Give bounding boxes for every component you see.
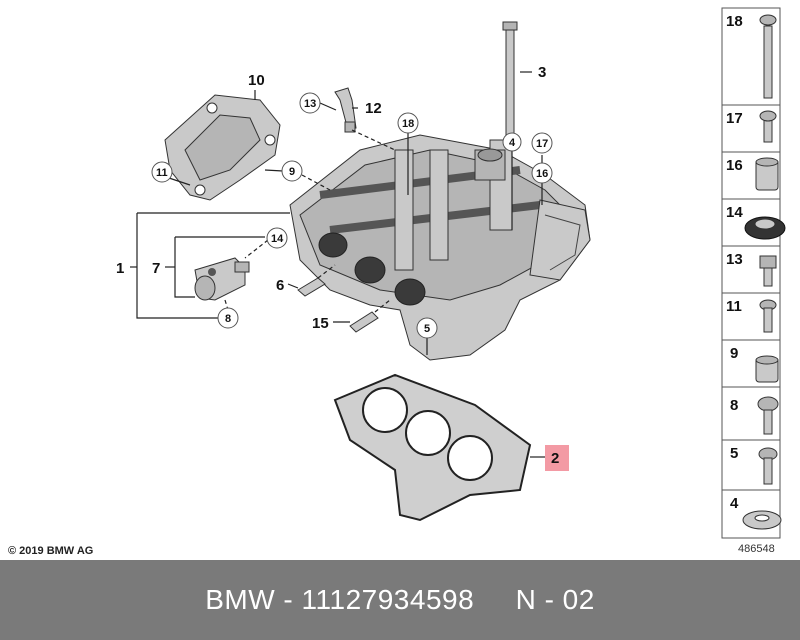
long-bolt bbox=[502, 21, 518, 149]
callout-label: 8 bbox=[225, 313, 231, 325]
panel-label: 4 bbox=[730, 495, 739, 512]
callout-14: 14 bbox=[266, 227, 288, 249]
callout-label: 18 bbox=[402, 118, 414, 130]
callout-7: 7 bbox=[152, 260, 160, 277]
callout-17: 17 bbox=[531, 132, 553, 154]
sensor-15 bbox=[349, 311, 379, 333]
callout-18: 18 bbox=[397, 112, 419, 134]
solenoid-valve bbox=[194, 257, 250, 301]
callout-label: 11 bbox=[156, 167, 168, 179]
callout-1: 1 bbox=[116, 260, 124, 277]
callout-label: 5 bbox=[424, 323, 430, 335]
sensor-part bbox=[334, 87, 357, 133]
panel-label: 18 bbox=[726, 13, 743, 30]
callout-11: 11 bbox=[151, 161, 173, 183]
callout-label: 16 bbox=[536, 168, 548, 180]
callout-label: 14 bbox=[271, 233, 284, 245]
callout-label: 6 bbox=[276, 277, 284, 294]
callout-6: 6 bbox=[276, 277, 284, 294]
parts-diagram: 3 10 13 12 18 4 17 16 11 9 14 1 7 6 8 15 bbox=[8, 7, 786, 557]
callout-16: 16 bbox=[531, 162, 553, 184]
bolt-icon bbox=[759, 14, 777, 99]
head-gasket bbox=[333, 373, 532, 522]
callout-10: 10 bbox=[248, 72, 265, 89]
screw-icon bbox=[759, 110, 777, 143]
collar-bolt-icon bbox=[758, 447, 778, 485]
callout-label: 10 bbox=[248, 72, 265, 89]
callout-label: 15 bbox=[312, 315, 329, 332]
callout-label: 12 bbox=[365, 100, 382, 117]
footer-gap bbox=[474, 584, 515, 616]
footer-separator: - bbox=[275, 584, 302, 615]
panel-label: 5 bbox=[730, 445, 738, 462]
callout-label: 9 bbox=[289, 166, 295, 178]
panel-label: 16 bbox=[726, 157, 743, 174]
callout-9: 9 bbox=[281, 160, 303, 182]
panel-label: 17 bbox=[726, 110, 743, 127]
sleeve-icon bbox=[755, 157, 779, 191]
panel-label: 8 bbox=[730, 397, 738, 414]
leader-lines bbox=[130, 71, 545, 458]
callout-label: 1 bbox=[116, 260, 124, 277]
callout-15: 15 bbox=[312, 315, 329, 332]
cylinder-head bbox=[289, 134, 591, 361]
callout-13: 13 bbox=[299, 92, 321, 114]
callout-8: 8 bbox=[217, 307, 239, 329]
bushing-icon bbox=[755, 355, 779, 383]
callout-label: 7 bbox=[152, 260, 160, 277]
callout-12: 12 bbox=[365, 100, 382, 117]
panel-label: 9 bbox=[730, 345, 738, 362]
washer-icon bbox=[742, 510, 782, 530]
footer-position: N - 02 bbox=[515, 584, 595, 615]
sensor-6 bbox=[297, 277, 326, 297]
hex-bolt-icon bbox=[759, 255, 777, 287]
bracket-part bbox=[164, 94, 281, 201]
callout-3: 3 bbox=[538, 64, 546, 81]
footer-brand: BMW bbox=[205, 584, 276, 615]
panel-label: 14 bbox=[726, 204, 743, 221]
callout-2: 2 bbox=[545, 445, 569, 471]
callout-label: 3 bbox=[538, 64, 546, 81]
flange-screw-icon bbox=[757, 396, 779, 435]
callout-label: 17 bbox=[536, 138, 548, 150]
torx-screw-icon bbox=[759, 299, 777, 333]
copyright-text: © 2019 BMW AG bbox=[8, 545, 93, 557]
callout-4: 4 bbox=[502, 132, 522, 152]
seal-ring-icon bbox=[744, 216, 786, 240]
footer-bar: BMW - 11127934598 N - 02 bbox=[0, 560, 800, 640]
callout-label: 13 bbox=[304, 98, 316, 110]
parts-panel: 18 17 16 14 13 11 9 8 5 4 bbox=[721, 7, 786, 539]
figure-number: 486548 bbox=[738, 543, 775, 555]
callout-5: 5 bbox=[416, 317, 438, 339]
callout-label: 4 bbox=[509, 137, 516, 149]
callout-label: 2 bbox=[551, 450, 559, 467]
panel-label: 13 bbox=[726, 251, 743, 268]
footer-part-number: 11127934598 bbox=[301, 584, 475, 615]
panel-label: 11 bbox=[726, 298, 742, 315]
